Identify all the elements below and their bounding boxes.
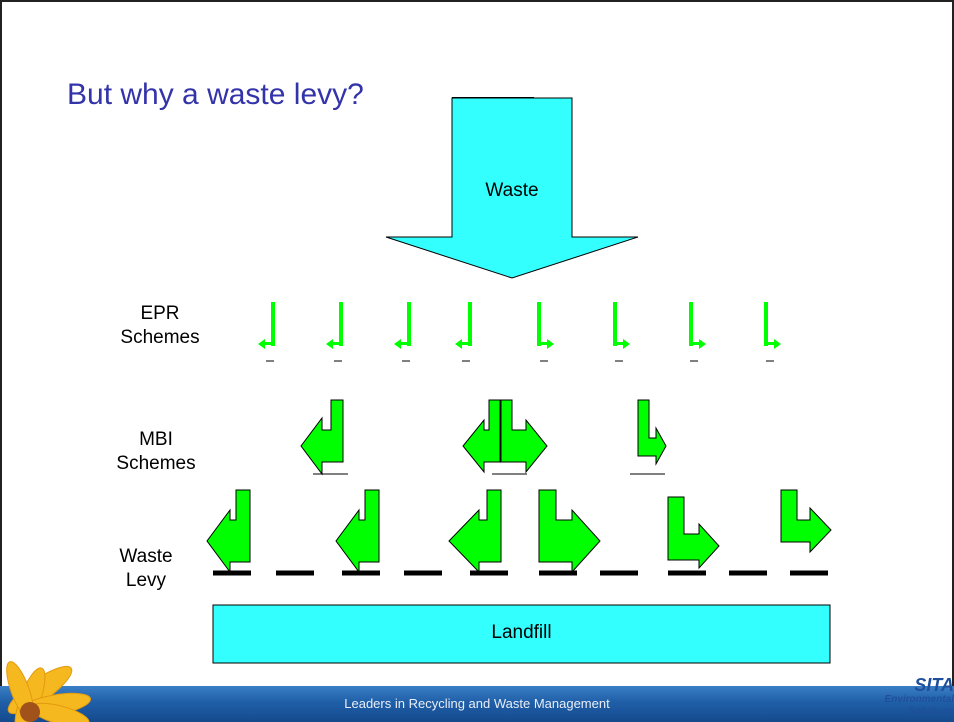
mbi-arrow-4 (637, 399, 667, 466)
epr-arrow-8 (764, 302, 781, 349)
footer-tagline: Leaders in Recycling and Waste Managemen… (344, 696, 610, 711)
mbi-arrow-1 (300, 399, 344, 476)
levy-label-line2: Levy (125, 570, 167, 591)
epr-schemes-label: EPR Schemes (112, 302, 208, 350)
epr-label-line2: Schemes (120, 327, 200, 348)
epr-arrow-6 (613, 302, 630, 349)
levy-arrow-4 (538, 489, 601, 574)
waste-levy-label: Waste Levy (98, 545, 194, 593)
sita-logo: SITA Environmental Solutions (870, 676, 954, 722)
epr-label-line1: EPR (140, 303, 180, 324)
levy-arrow-3 (448, 489, 502, 574)
mbi-schemes-label: MBI Schemes (108, 428, 204, 476)
epr-arrow-2 (326, 302, 343, 349)
levy-arrow-6 (780, 489, 832, 554)
waste-arrow-label: Waste (485, 180, 539, 201)
levy-arrow-5 (667, 496, 720, 570)
levy-label-line1: Waste (119, 546, 173, 567)
footer-band: Leaders in Recycling and Waste Managemen… (0, 686, 954, 722)
levy-arrow-1 (206, 489, 251, 574)
landfill-box (212, 604, 831, 664)
mbi-arrow-3 (500, 399, 548, 474)
mbi-label-line1: MBI (139, 429, 173, 450)
slide-title: But why a waste levy? (67, 78, 364, 111)
epr-arrow-1 (258, 302, 275, 349)
sita-logo-sub1: Environmental (884, 694, 954, 705)
epr-arrow-3 (394, 302, 411, 349)
epr-arrow-5 (537, 302, 554, 349)
levy-arrow-2 (335, 489, 380, 574)
sita-logo-name: SITA (914, 675, 954, 695)
epr-arrow-4 (455, 302, 472, 349)
mbi-label-line2: Schemes (116, 453, 196, 474)
waste-arrow (385, 97, 639, 279)
epr-arrow-7 (689, 302, 706, 349)
sita-logo-sub2: Solutions (908, 706, 954, 717)
landfill-label: Landfill (491, 622, 552, 643)
mbi-arrow-2 (462, 399, 501, 474)
